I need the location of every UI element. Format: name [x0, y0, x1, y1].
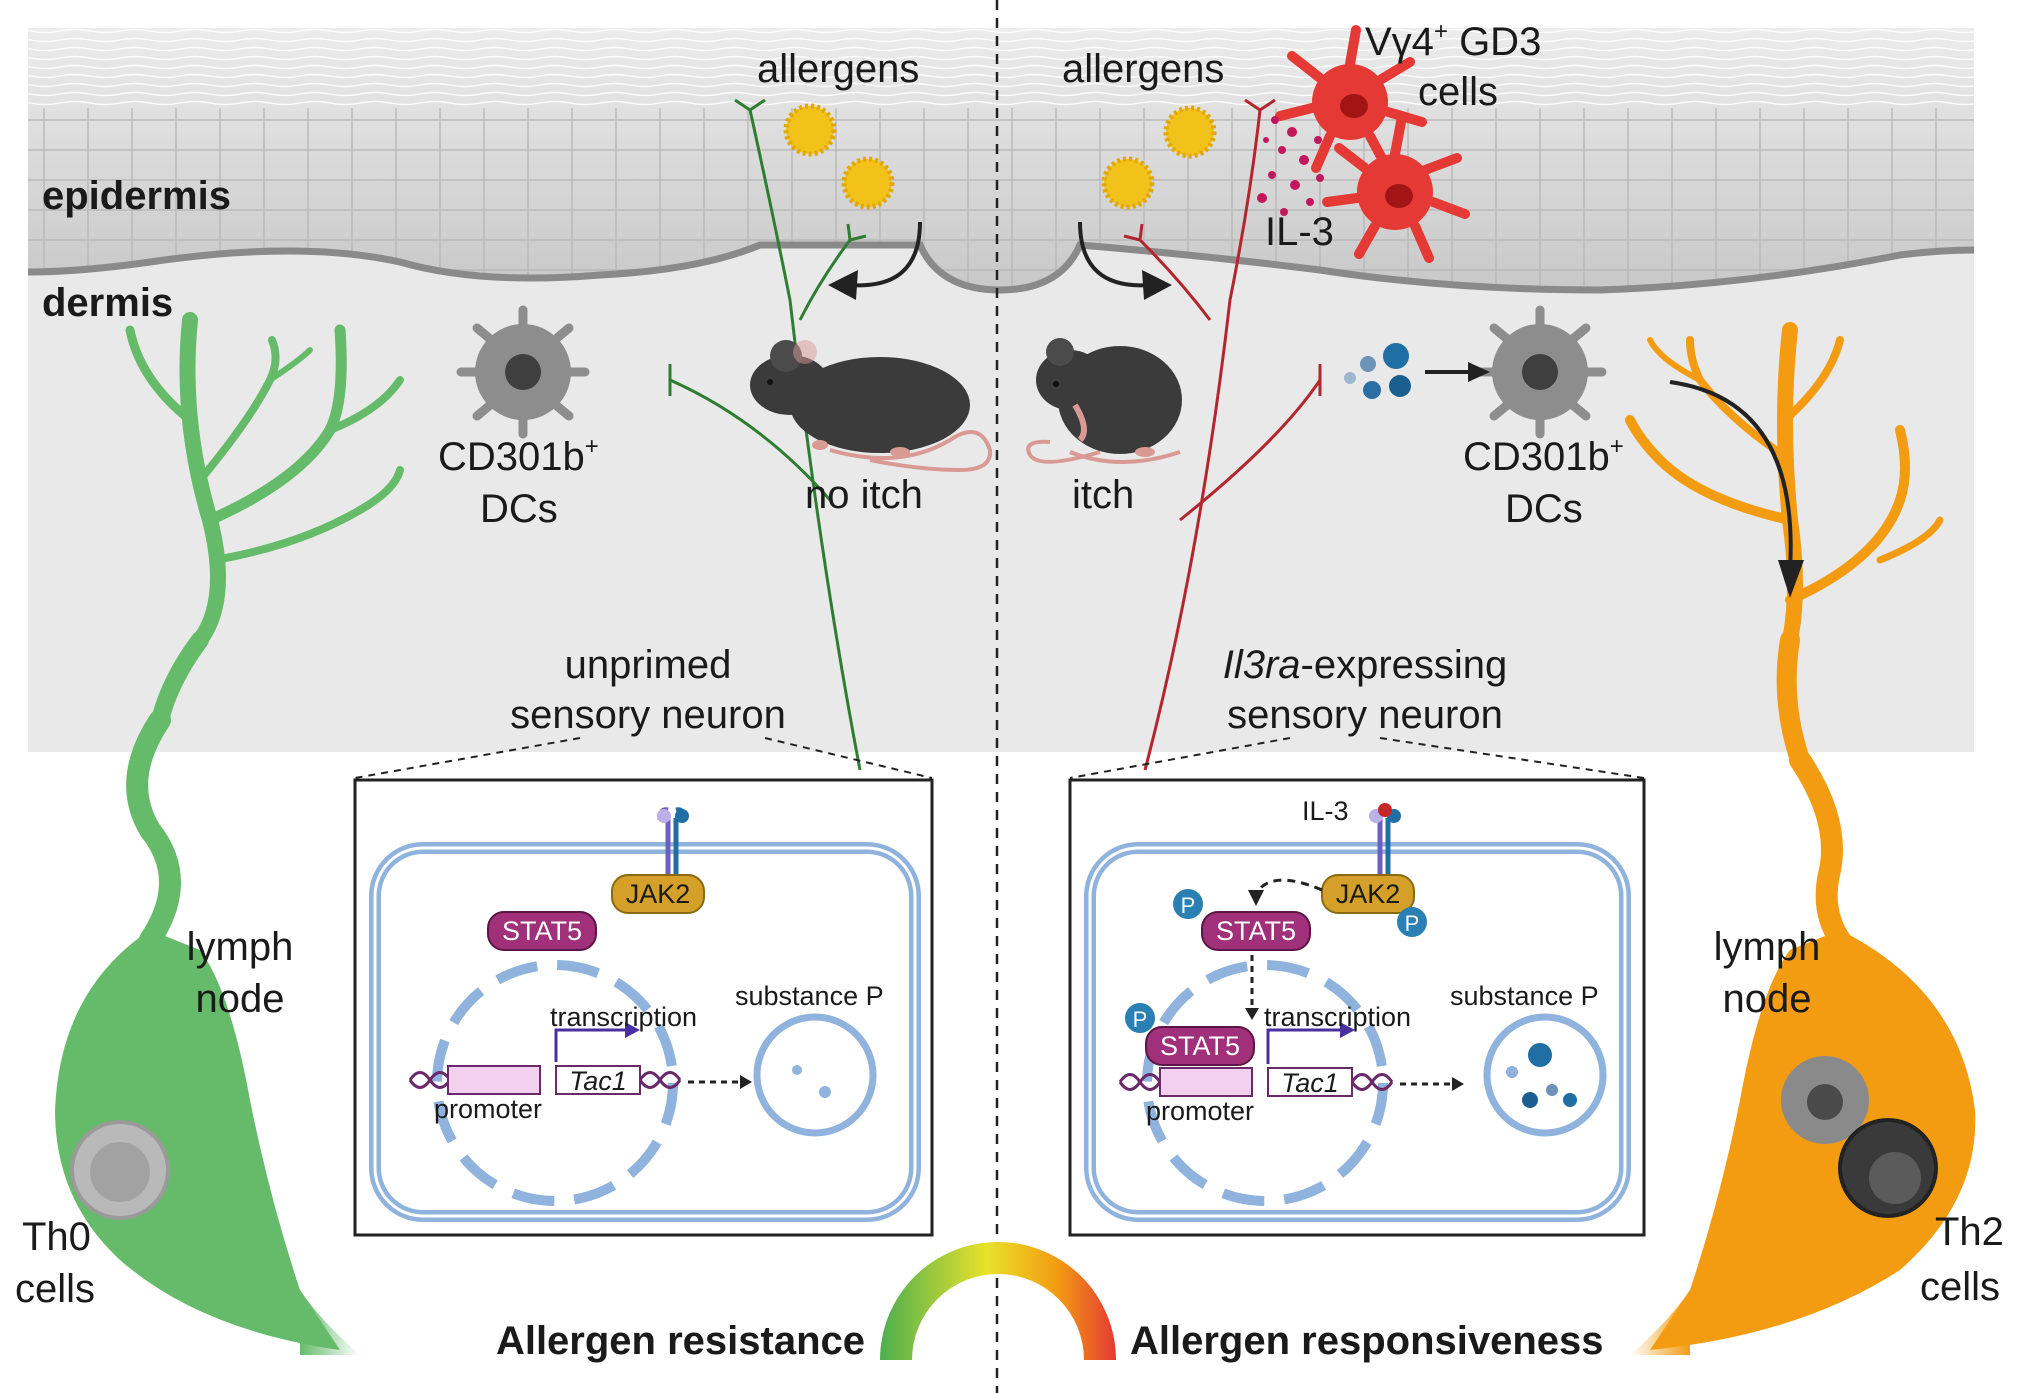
right-lymph-label-2: node: [1723, 977, 1812, 1021]
right-lymph-dendrite: [1625, 322, 1944, 951]
th0-label-2: cells: [15, 1267, 95, 1311]
left-neuron-label-2: sensory neuron: [510, 693, 786, 737]
right-neuron-label-1: Il3ra-expressing: [1223, 643, 1508, 687]
right-transcription-label: transcription: [1264, 1002, 1411, 1032]
left-lymph-soma: [55, 930, 340, 1350]
left-dc-label-1: CD301b+: [438, 433, 599, 479]
left-neuron-label-1: unprimed: [565, 643, 732, 687]
zoom-lines: [354, 737, 1645, 779]
right-dc-cell: [1473, 305, 1607, 439]
left-itch-arrow: [849, 221, 922, 288]
gd3-label-2: cells: [1418, 70, 1498, 114]
th2-cell: [1838, 1118, 1938, 1218]
right-itch-arrow: [1078, 221, 1151, 288]
left-dc-cell: [456, 305, 590, 439]
left-lymph-label-2: node: [196, 977, 285, 1021]
il3-label: IL-3: [1265, 210, 1334, 254]
th2-label-2: cells: [1920, 1265, 2000, 1309]
left-inset: JAK2 STAT5 Tac1 transcription promoter s…: [353, 778, 934, 1237]
dc-migration-arrow: [1669, 380, 1793, 571]
dermis-label: dermis: [42, 281, 173, 325]
right-allergens-label: allergens: [1062, 47, 1224, 91]
right-stat5-nuc-label: STAT5: [1160, 1031, 1240, 1061]
mouse-no-itch: [750, 340, 993, 473]
left-jak2-label: JAK2: [626, 879, 691, 909]
skin-layers: [27, 28, 1975, 752]
right-stat5-top-label: STAT5: [1216, 916, 1296, 946]
jak2-phospho: P: [1405, 911, 1420, 936]
left-tac1-label: Tac1: [569, 1066, 627, 1096]
left-promoter-label: promoter: [434, 1094, 542, 1124]
epidermis-label: epidermis: [42, 174, 231, 218]
left-transcription-label: transcription: [550, 1002, 697, 1032]
th2-label-1: Th2: [1935, 1210, 2004, 1254]
right-jak2-label: JAK2: [1336, 879, 1401, 909]
stat5-top-phospho: P: [1181, 893, 1196, 918]
right-dc-label-2: DCs: [1505, 487, 1583, 531]
left-dc-label-2: DCs: [480, 487, 558, 531]
left-stat5-label: STAT5: [502, 916, 582, 946]
no-itch-label: no itch: [805, 473, 923, 517]
basement-membrane: [27, 241, 1975, 294]
left-substance-p-label: substance P: [735, 981, 884, 1011]
substance-p-release: [1344, 343, 1411, 399]
left-lymph-dendrite: [125, 312, 404, 951]
allergen-resistance-label: Allergen resistance: [496, 1319, 865, 1363]
right-sensory-neuron: [1123, 98, 1322, 771]
dc-in-lymph-node: [1781, 1056, 1869, 1144]
left-allergens-label: allergens: [757, 47, 919, 91]
th0-cell: [70, 1120, 170, 1220]
mouse-itch: [1026, 338, 1182, 464]
left-lymph-label-1: lymph: [187, 925, 294, 969]
itch-label: itch: [1072, 473, 1134, 517]
th0-label-1: Th0: [22, 1215, 91, 1259]
responsiveness-meter: [880, 1242, 1116, 1360]
gd3-cells: [1275, 25, 1470, 263]
right-tac1-label: Tac1: [1281, 1068, 1339, 1098]
right-substance-p-label: substance P: [1450, 981, 1599, 1011]
right-lymph-label-1: lymph: [1714, 925, 1821, 969]
right-inset-il3-label: IL-3: [1302, 796, 1349, 826]
gd3-label-1: Vγ4+ GD3: [1365, 18, 1541, 64]
allergen-particles: [783, 103, 1217, 210]
il3-secretion: [1257, 116, 1324, 216]
right-inset: IL-3 JAK2 P STAT5 P STAT5 P Tac1 transcr…: [1068, 778, 1646, 1237]
stat5-nuc-phospho: P: [1133, 1007, 1148, 1032]
right-neuron-label-2: sensory neuron: [1227, 693, 1503, 737]
right-promoter-label: promoter: [1146, 1096, 1254, 1126]
allergen-responsiveness-label: Allergen responsiveness: [1130, 1319, 1604, 1363]
right-dc-label-1: CD301b+: [1463, 433, 1624, 479]
